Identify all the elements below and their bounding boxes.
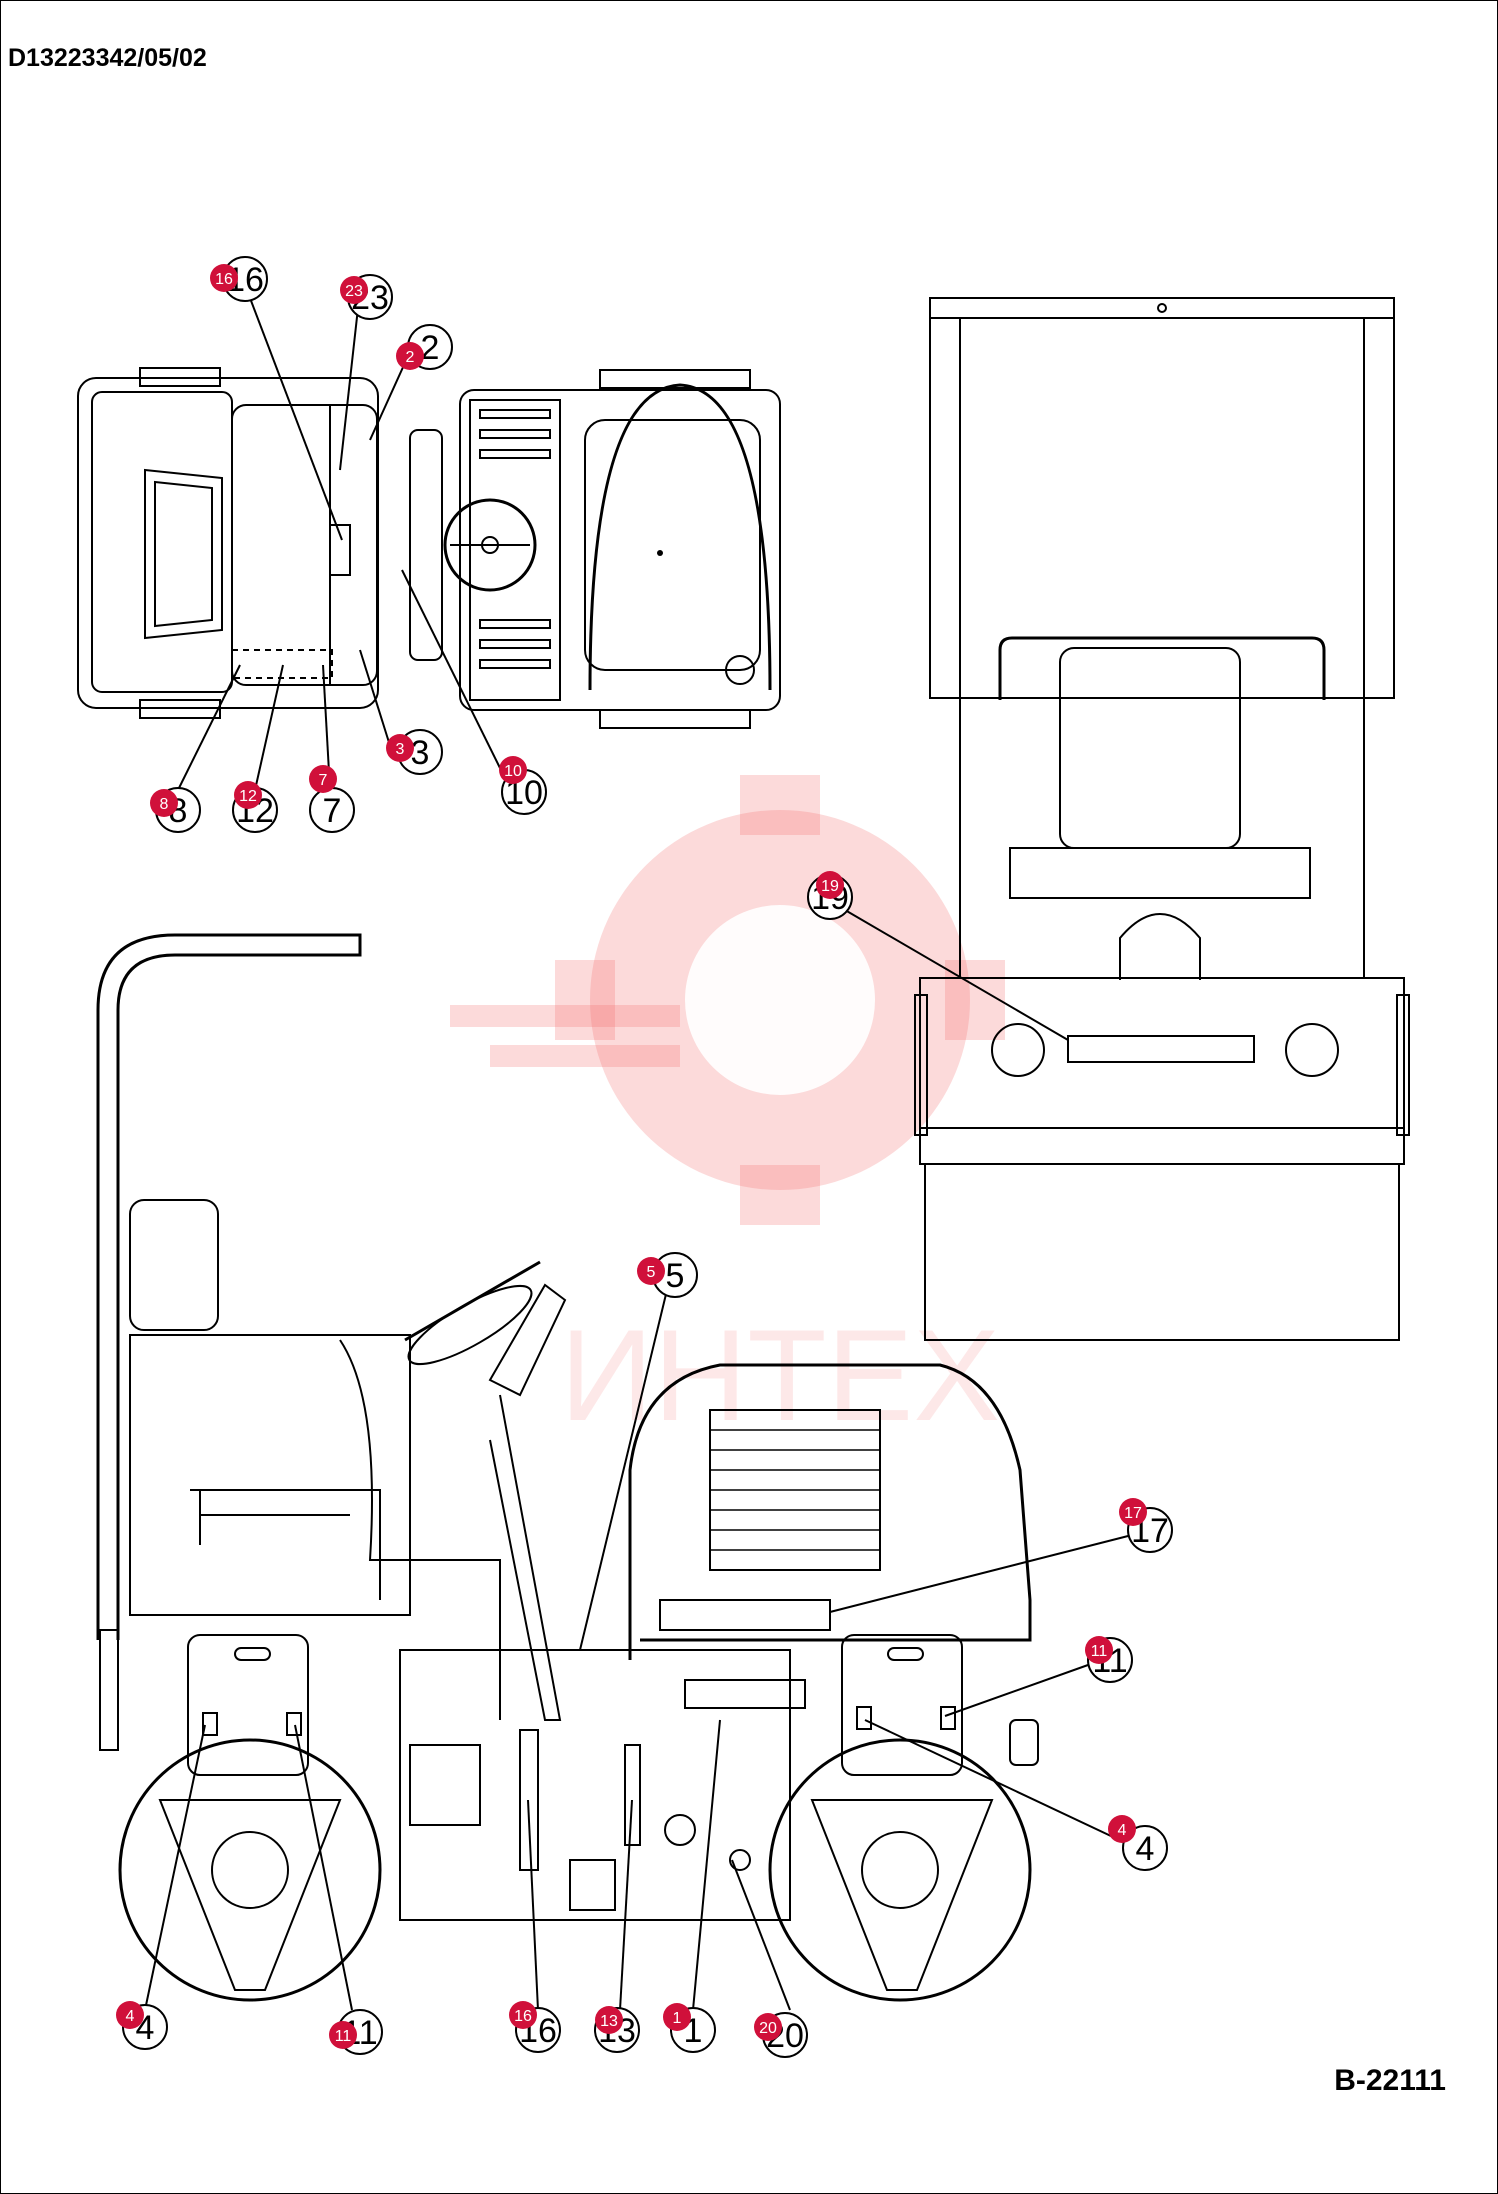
svg-text:7: 7 [319, 772, 328, 789]
callout-7: 7 7 [309, 765, 355, 833]
callout-4-left: 4 4 [116, 2001, 168, 2050]
top-view-machine [77, 367, 781, 729]
svg-text:1: 1 [673, 2010, 682, 2027]
callout-1: 1 1 [663, 2003, 716, 2053]
callout-23: 23 23 [340, 274, 393, 320]
callout-16-top: 16 16 [210, 256, 268, 302]
watermark-gear-logo: ИНТЕХ [450, 775, 1005, 1448]
svg-text:11: 11 [335, 2028, 352, 2045]
svg-text:8: 8 [160, 796, 169, 813]
svg-text:20: 20 [759, 2020, 777, 2037]
leader-lines [144, 297, 1133, 2011]
callout-5: 5 5 [637, 1252, 698, 1298]
svg-text:19: 19 [821, 878, 839, 895]
svg-text:13: 13 [600, 2013, 618, 2030]
svg-text:2: 2 [406, 349, 415, 366]
svg-text:11: 11 [1091, 1643, 1108, 1660]
drawing-number: B-22111 [1334, 2064, 1446, 2097]
svg-text:4: 4 [1118, 1822, 1127, 1839]
callout-20: 20 20 [754, 2012, 808, 2058]
callout-3: 3 3 [386, 729, 443, 775]
svg-text:3: 3 [411, 734, 430, 772]
callout-13: 13 13 [594, 2006, 640, 2053]
callout-2: 2 2 [396, 324, 453, 370]
callout-11-left: 11 11 [329, 2009, 383, 2055]
callout-10: 10 10 [499, 756, 547, 815]
front-view-machine [914, 297, 1410, 1341]
svg-text:16: 16 [215, 271, 233, 288]
side-view-machine [96, 933, 1039, 2002]
svg-text:4: 4 [1136, 1830, 1155, 1868]
document-code: D13223342/05/02 [8, 44, 207, 72]
svg-text:4: 4 [126, 2008, 135, 2025]
callout-17: 17 17 [1119, 1498, 1173, 1553]
svg-text:2: 2 [421, 329, 440, 367]
svg-text:23: 23 [345, 283, 363, 300]
svg-text:16: 16 [514, 2008, 532, 2025]
svg-text:12: 12 [239, 788, 257, 805]
svg-text:10: 10 [504, 763, 522, 780]
svg-text:5: 5 [666, 1257, 685, 1295]
svg-text:5: 5 [647, 1264, 656, 1281]
callout-8: 8 8 [150, 787, 201, 833]
callout-16-side: 16 16 [509, 2001, 561, 2053]
callout-11-right: 11 11 [1085, 1636, 1133, 1683]
callout-12: 12 12 [232, 781, 278, 833]
callout-19: 19 19 [807, 871, 853, 920]
svg-text:7: 7 [323, 792, 342, 830]
callout-4-right: 4 4 [1108, 1815, 1168, 1871]
svg-text:17: 17 [1124, 1505, 1142, 1522]
svg-text:3: 3 [396, 741, 405, 758]
watermark-text: ИНТЕХ [560, 1302, 1000, 1448]
